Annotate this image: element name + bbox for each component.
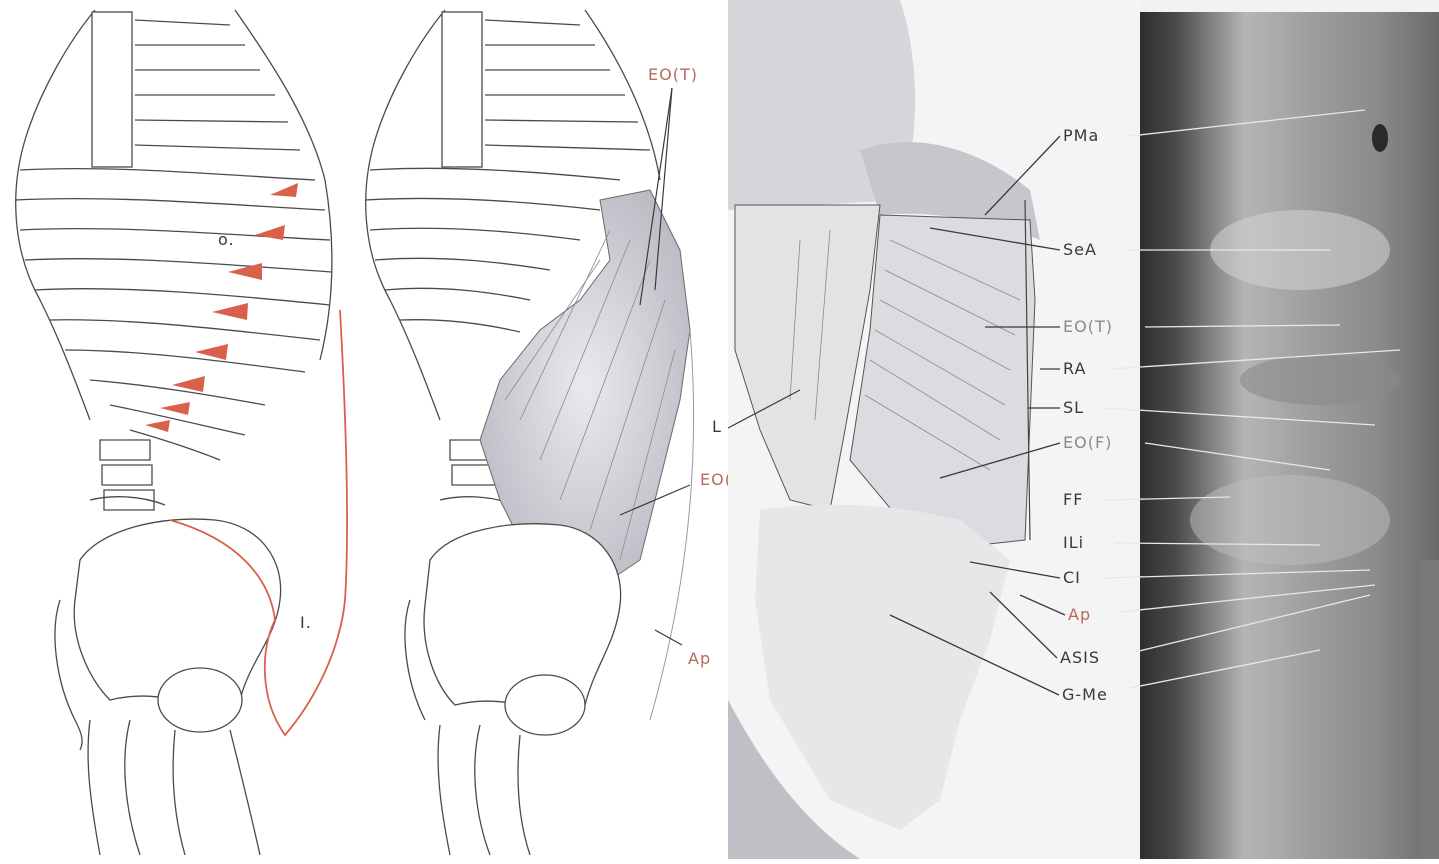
- label-ap-panel2: Ap: [688, 649, 711, 668]
- panel-origin-insertion: o. I.: [15, 10, 347, 855]
- legend-label-pma: PMa: [1063, 126, 1099, 145]
- legend-label-ra: RA: [1063, 359, 1086, 378]
- legend-label-asis: ASIS: [1060, 648, 1100, 667]
- origin-markers: [145, 183, 298, 432]
- insertion-label: I.: [300, 613, 312, 632]
- torso-photo: [1140, 0, 1439, 859]
- legend-label-ff: FF: [1063, 490, 1083, 509]
- legend-label-ap: Ap: [1068, 605, 1091, 624]
- pelvis-drawing: [55, 519, 281, 855]
- label-l: L: [712, 417, 722, 436]
- origin-label: o.: [218, 230, 235, 249]
- legend-label-ci: CI: [1063, 568, 1081, 587]
- panel-external-oblique: EO(T) EO(F) Ap: [365, 10, 749, 855]
- label-eot-panel2: EO(T): [648, 65, 698, 84]
- legend-label-g-me: G-Me: [1062, 685, 1108, 704]
- legend-label-sl: SL: [1063, 398, 1084, 417]
- rib-cage-drawing: [15, 10, 332, 510]
- legend-label-eo-f: EO(F): [1063, 433, 1112, 452]
- legend-label-eo-t: EO(T): [1063, 317, 1113, 336]
- legend-label-sea: SeA: [1063, 240, 1097, 259]
- pelvis-drawing: [405, 524, 621, 855]
- legend-label-ili: ILi: [1063, 533, 1084, 552]
